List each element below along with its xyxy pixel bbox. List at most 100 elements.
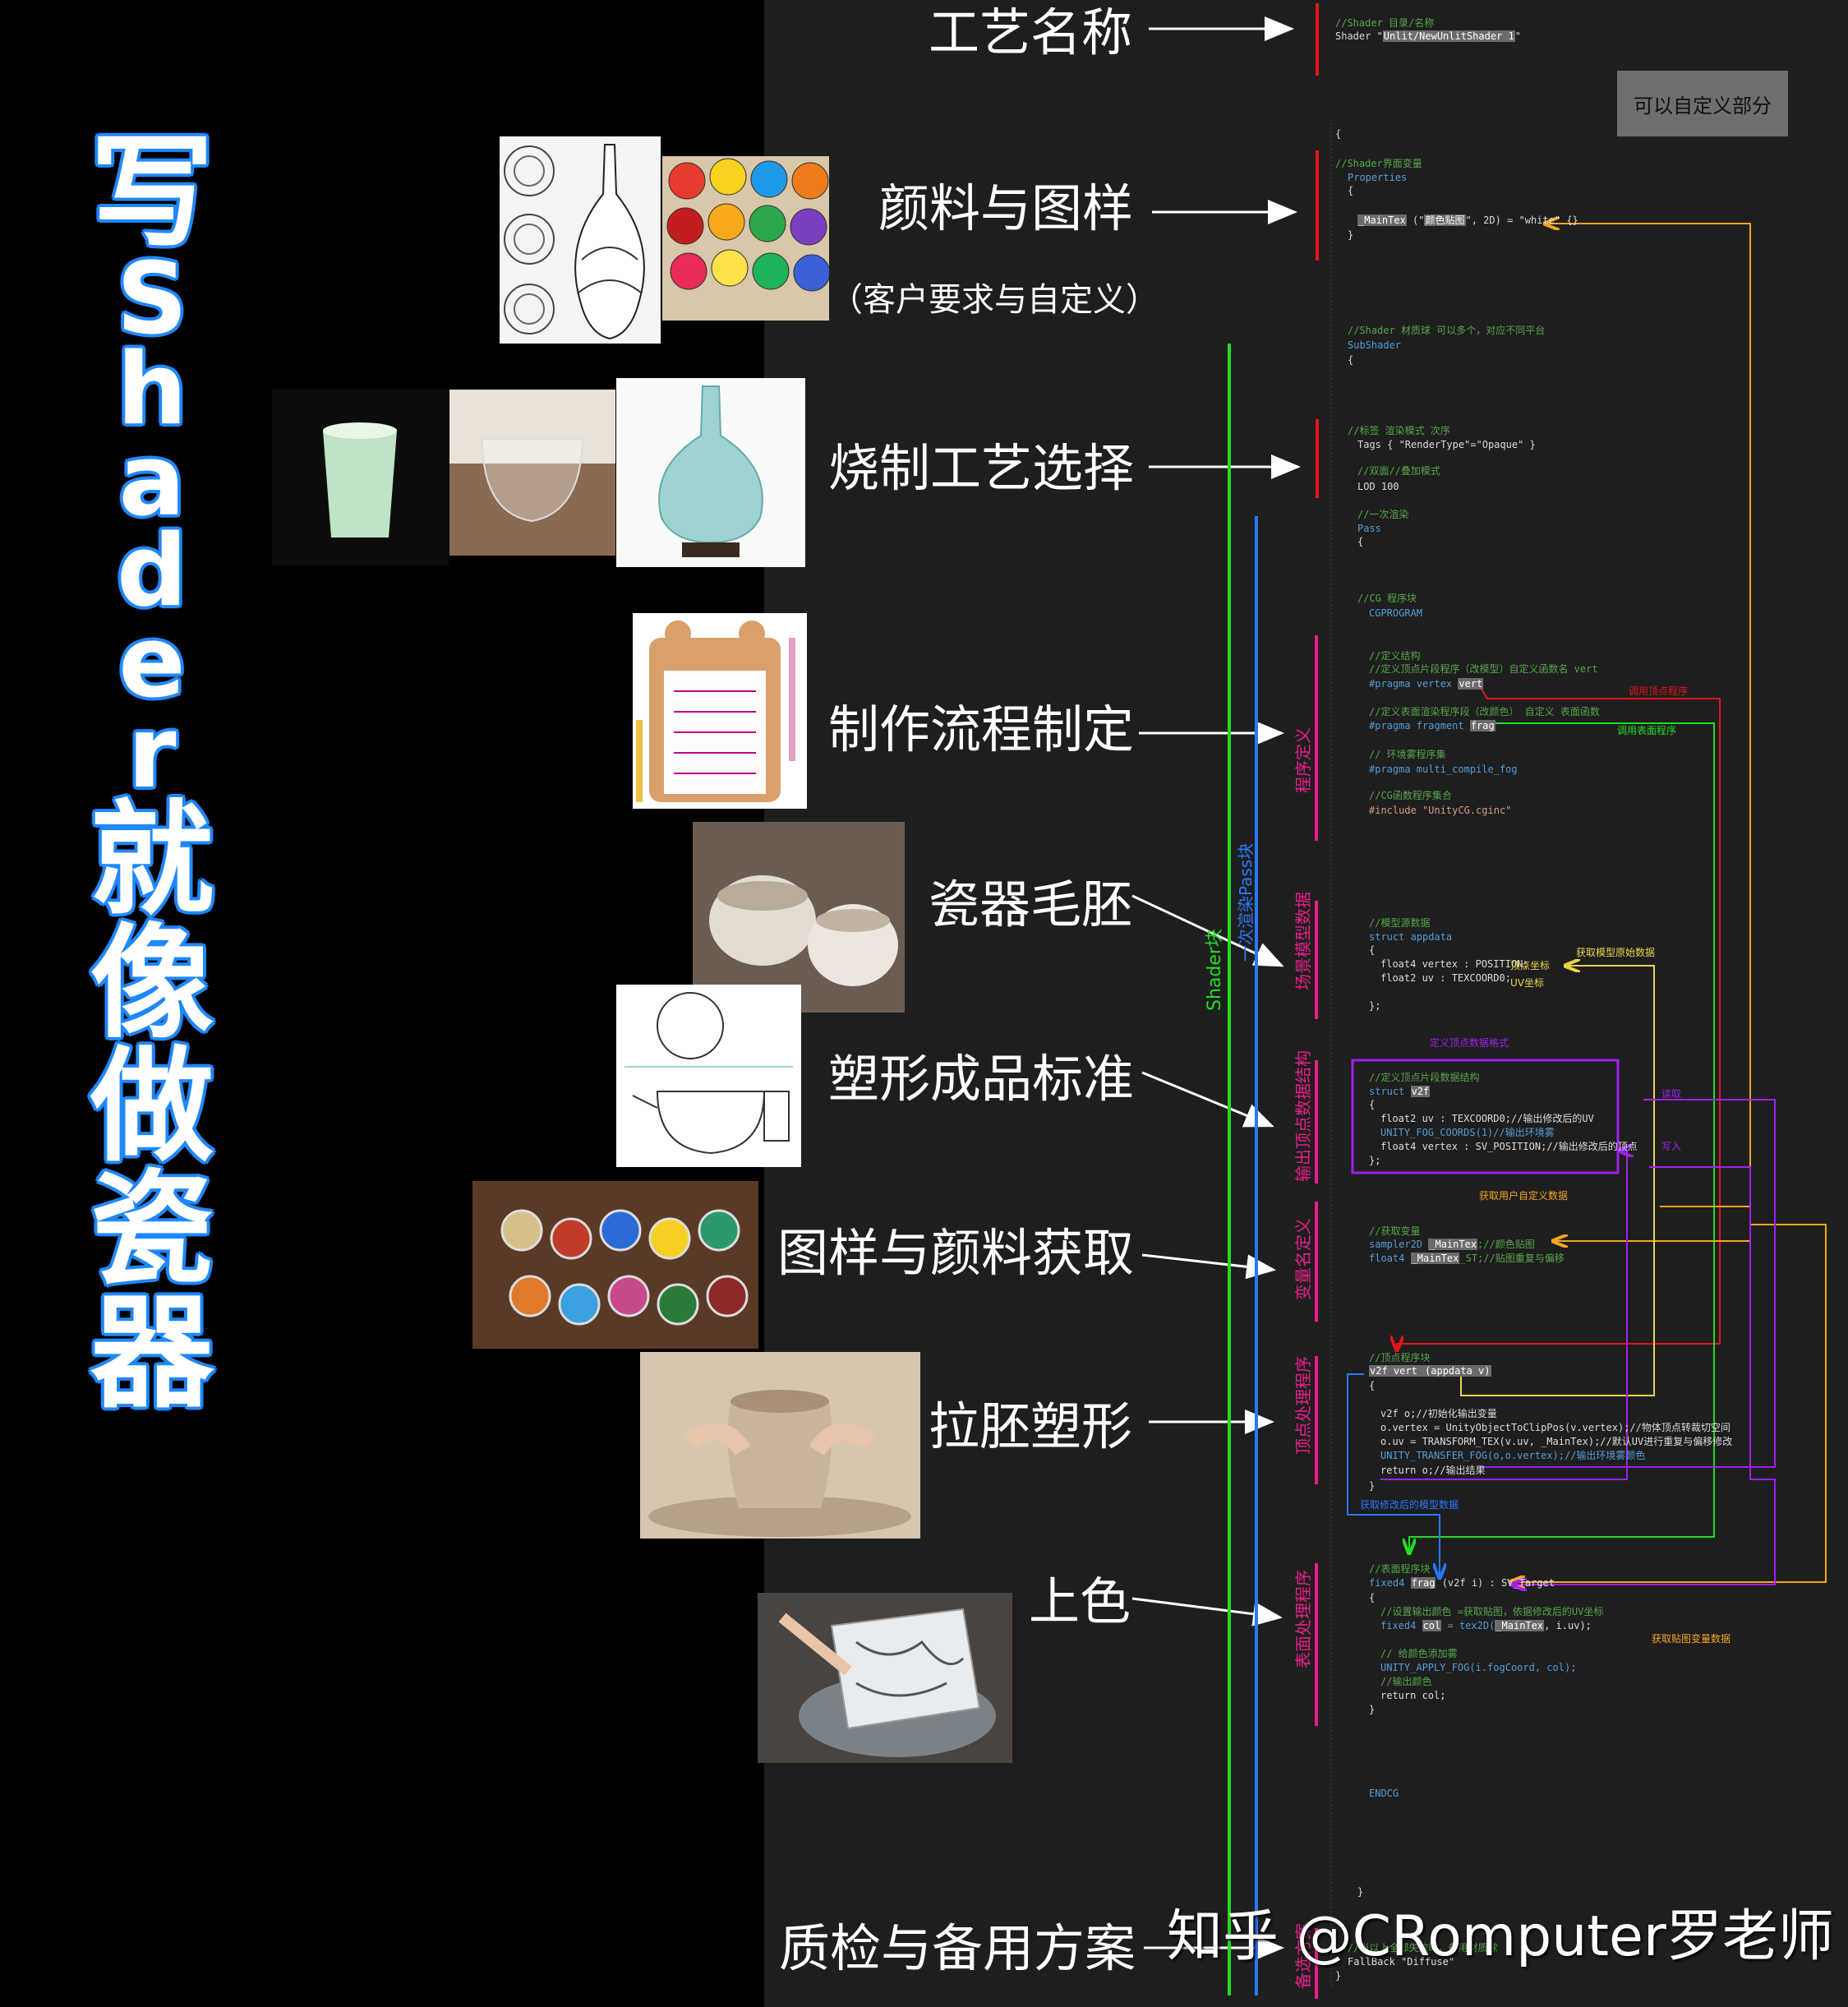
watermark: 知乎 @CRomputer罗老师 [1167,1904,1834,1969]
code-line: struct appdata [1369,931,1453,943]
title-char: 就 [90,789,214,933]
code-line: } [1348,229,1354,241]
code-token: _MainTex [1495,1620,1545,1631]
title-char: e [118,605,186,720]
sub-note: （客户要求与自定义） [830,281,1159,319]
code-line: Shader "Unlit/NewUnlitShader 1" [1335,30,1521,42]
step-label: 塑形成品标准 [828,1049,1135,1109]
code-token: float4 [1369,1253,1411,1264]
code-line: _MainTex ("颜色贴图", 2D) = "white" {} [1357,215,1578,226]
code-line: //Shader界面变量 [1335,158,1422,169]
code-token: (" [1406,215,1425,226]
code-line: } [1369,1704,1376,1715]
pigment-bowls-image [472,1181,758,1349]
code-line: UNITY_FOG_COORDS(1)//输出环境雾 [1380,1127,1555,1138]
step-label: 工艺名称 [929,2,1133,62]
code-line: ENDCG [1369,1788,1399,1799]
code-line: Properties [1348,172,1408,183]
annotation-read: 读取 [1661,1088,1682,1100]
code-line: float4 _MainTex_ST;//贴图重复与偏移 [1369,1253,1565,1264]
code-line: //定义结构 [1369,650,1421,662]
block-label-surface-proc: 表面处理程序 [1293,1570,1313,1668]
code-line: CGPROGRAM [1369,607,1423,619]
customizable-part-box: 可以自定义部分 [1617,71,1788,136]
pottery-wheel-image [640,1352,920,1539]
vertical-title: 写 S h a d e r 就 像 做 瓷 器 [78,131,226,1415]
code-line: { [1369,1099,1376,1110]
code-line: { [1369,944,1376,956]
block-label-shader: Shader块 [1205,929,1225,1011]
block-label-vertex-proc: 顶点处理程序 [1293,1356,1313,1455]
block-label-program-def: 程序定义 [1293,727,1313,793]
step-label: 上色 [1029,1571,1131,1631]
code-line: //定义顶点片段程序（改模型）自定义函数名 vert [1369,663,1598,675]
code-token: _MainTex [1410,1253,1460,1264]
code-token: (v2f i) : SV_Target [1436,1577,1555,1589]
code-line: v2f vert (appdata v) [1369,1365,1491,1377]
code-line: Tags { "RenderType"="Opaque" } [1357,439,1536,450]
code-line: //获取变量 [1369,1225,1421,1237]
block-label-var-def: 变量名定义 [1293,1218,1313,1300]
title-char: 做 [90,1036,214,1179]
title-char: a [118,423,186,538]
code-token: _MainTex [1357,215,1407,226]
title-char: 像 [90,912,214,1056]
code-token: vert [1458,678,1484,690]
code-token: sampler2D [1369,1239,1429,1250]
crackle-vase-image [616,378,805,567]
code-line: // 环境雾程序集 [1369,749,1446,760]
code-token: = tex2D( [1441,1620,1495,1631]
code-token: _MainTex [1428,1239,1478,1250]
code-line: struct v2f [1369,1086,1431,1097]
code-line: return col; [1380,1690,1446,1701]
code-line: //定义顶点片段数据结构 [1369,1072,1480,1083]
code-line: //CG函数程序集合 [1369,790,1452,801]
code-line: //定义表面渲染程序段（改颜色） 自定义 表面函数 [1369,706,1600,717]
annotation-uv-coord: UV坐标 [1510,977,1544,989]
code-token: Unlit/NewUnlitShader 1 [1382,30,1515,42]
step-label: 烧制工艺选择 [828,438,1135,498]
code-line: UNITY_APPLY_FOG(i.fogCoord, col); [1380,1662,1577,1673]
code-token: , i.uv); [1544,1620,1592,1631]
code-line: float4 vertex : POSITION; [1380,958,1529,970]
celadon-cup-image [272,390,449,565]
code-line: } [1369,1480,1376,1492]
code-token: col [1422,1620,1442,1631]
code-line: { [1348,354,1354,366]
block-label-pass: 一次渲染Pass块 [1236,842,1256,962]
code-token: #pragma fragment [1369,720,1470,731]
code-line: fixed4 col = tex2D(_MainTex, i.uv); [1380,1620,1592,1631]
code-line: //CG 程序块 [1357,593,1417,604]
code-line: //模型源数据 [1369,917,1431,929]
code-line: //Shader 材质球 可以多个，对应不同平台 [1348,325,1546,336]
code-line: Pass [1357,523,1381,534]
block-label-scene-data: 场景模型数据 [1293,892,1313,990]
code-line: float2 uv : TEXCOORD0; [1380,972,1511,984]
annotation-call-surface: 调用表面程序 [1617,725,1677,736]
code-line: { [1357,536,1364,547]
glass-cup-image [449,390,615,556]
annotation-get-modified-model: 获取修改后的模型数据 [1360,1499,1459,1511]
code-line: return o;//输出结果 [1380,1465,1486,1476]
code-token: #pragma vertex [1369,678,1459,690]
code-line: } [1357,1886,1364,1898]
annotation-call-vertex: 调用顶点程序 [1629,685,1689,697]
code-token: struct [1369,1086,1411,1097]
porcelain-vase-sketch-image [500,136,661,344]
code-line: #pragma fragment frag [1369,720,1495,731]
code-token: fixed4 [1369,1577,1411,1589]
code-line: UNITY_TRANSFER_FOG(o,o.vertex);//输出环境雾颜色 [1380,1450,1646,1461]
code-token: _ST;//贴图重复与偏移 [1459,1253,1565,1264]
title-char: S [116,242,188,357]
code-line: }; [1369,1000,1381,1012]
code-line: v2f o;//初始化输出变量 [1380,1408,1497,1419]
title-char: r [127,695,177,810]
code-token: " [1514,30,1521,42]
code-line: //标签 渲染模式 次序 [1348,425,1450,436]
code-line: //顶点程序块 [1369,1352,1431,1363]
code-line: { [1348,185,1354,196]
code-line: FallBack "Diffuse" [1348,1956,1455,1968]
step-label: 颜料与图样 [878,178,1134,238]
annotation-get-texture-data: 获取贴图变量数据 [1652,1633,1731,1645]
step-label: 瓷器毛胚 [929,874,1133,934]
